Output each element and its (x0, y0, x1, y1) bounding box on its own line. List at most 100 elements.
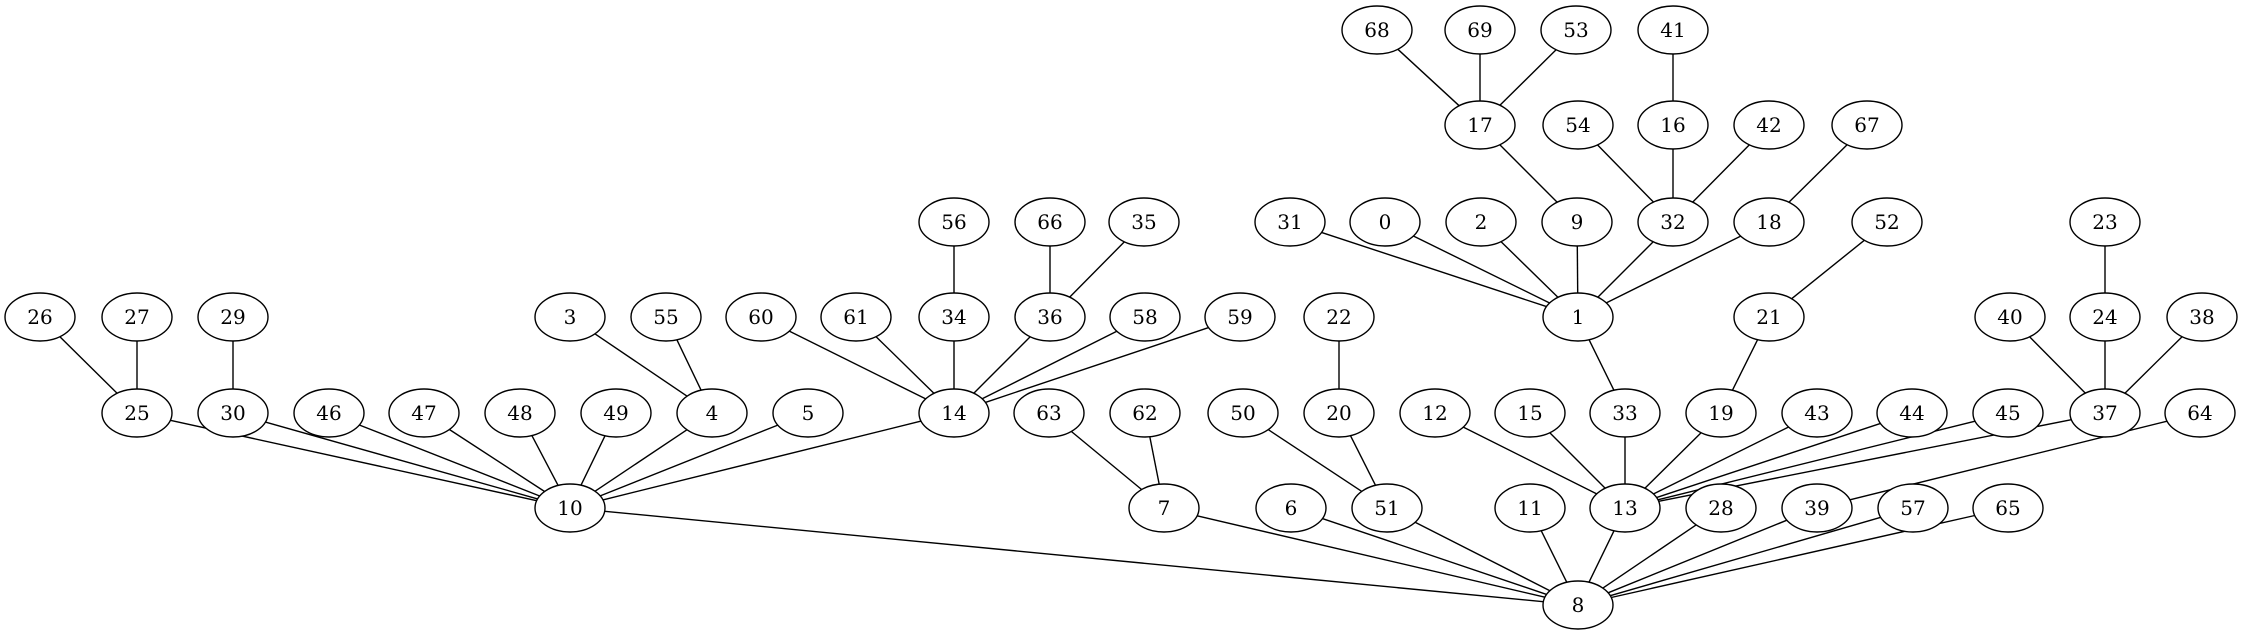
node-ellipse (1781, 483, 1853, 533)
node-ellipse (2166, 292, 2238, 342)
node-ellipse (1637, 5, 1709, 55)
edge-20-51 (1349, 435, 1377, 486)
node-ellipse (1589, 483, 1661, 533)
edge-28-8 (1602, 524, 1697, 589)
node-ellipse (1207, 388, 1279, 438)
edge-31-1 (1321, 231, 1547, 308)
node-ellipse (1445, 197, 1517, 247)
node-label: 2 (1475, 210, 1488, 234)
node-30: 30 (197, 388, 269, 438)
node-label: 18 (1756, 210, 1781, 234)
node-label: 3 (564, 305, 577, 329)
node-label: 30 (220, 401, 245, 425)
node-49: 49 (580, 388, 652, 438)
node-ellipse (1877, 483, 1949, 533)
node-6: 6 (1255, 483, 1327, 533)
node-ellipse (580, 388, 652, 438)
edge-3-4 (594, 333, 688, 397)
node-55: 55 (630, 292, 702, 342)
node-1: 1 (1542, 292, 1614, 342)
edge-35-36 (1069, 241, 1125, 298)
node-label: 10 (557, 496, 582, 520)
node-ellipse (2069, 292, 2141, 342)
node-ellipse (197, 292, 269, 342)
node-ellipse (630, 292, 702, 342)
node-5: 5 (772, 388, 844, 438)
node-27: 27 (101, 292, 173, 342)
node-ellipse (1351, 483, 1423, 533)
edge-0-1 (1413, 235, 1550, 304)
node-0: 0 (1349, 197, 1421, 247)
node-53: 53 (1540, 5, 1612, 55)
node-ellipse (1014, 197, 1086, 247)
node-51: 51 (1351, 483, 1423, 533)
node-ellipse (1341, 5, 1413, 55)
node-label: 32 (1660, 210, 1685, 234)
node-label: 59 (1227, 305, 1252, 329)
node-ellipse (1733, 197, 1805, 247)
node-label: 52 (1874, 210, 1899, 234)
node-ellipse (1541, 197, 1613, 247)
edge-2-1 (1500, 241, 1559, 298)
node-ellipse (1542, 580, 1614, 630)
node-37: 37 (2069, 388, 2141, 438)
node-28: 28 (1685, 483, 1757, 533)
node-ellipse (1972, 388, 2044, 438)
edge-21-19 (1731, 339, 1759, 391)
node-ellipse (1974, 292, 2046, 342)
node-label: 14 (941, 401, 966, 425)
node-7: 7 (1128, 483, 1200, 533)
node-39: 39 (1781, 483, 1853, 533)
edge-18-1 (1605, 235, 1742, 304)
node-label: 5 (802, 401, 815, 425)
node-32: 32 (1637, 197, 1709, 247)
node-label: 19 (1708, 401, 1733, 425)
node-61: 61 (820, 292, 892, 342)
node-ellipse (2069, 388, 2141, 438)
node-ellipse (1303, 292, 1375, 342)
node-label: 13 (1612, 496, 1637, 520)
edge-40-37 (2029, 336, 2086, 394)
node-21: 21 (1733, 292, 1805, 342)
node-label: 12 (1422, 401, 1447, 425)
node-17: 17 (1444, 100, 1516, 150)
node-ellipse (484, 388, 556, 438)
edge-7-8 (1196, 515, 1546, 598)
node-ellipse (1637, 197, 1709, 247)
node-43: 43 (1781, 388, 1853, 438)
node-ellipse (1831, 100, 1903, 150)
node-46: 46 (293, 388, 365, 438)
node-59: 59 (1204, 292, 1276, 342)
node-label: 33 (1612, 401, 1637, 425)
node-label: 24 (2092, 305, 2117, 329)
node-48: 48 (484, 388, 556, 438)
node-ellipse (1109, 292, 1181, 342)
edge-54-32 (1596, 144, 1655, 203)
node-23: 23 (2069, 197, 2141, 247)
node-ellipse (101, 292, 173, 342)
node-57: 57 (1877, 483, 1949, 533)
edge-63-7 (1070, 430, 1143, 491)
node-label: 43 (1804, 401, 1829, 425)
node-35: 35 (1108, 197, 1180, 247)
node-label: 50 (1230, 401, 1255, 425)
node-33: 33 (1589, 388, 1661, 438)
node-label: 68 (1364, 18, 1389, 42)
edge-58-14 (981, 330, 1118, 400)
node-16: 16 (1637, 100, 1709, 150)
edge-26-25 (59, 336, 118, 394)
node-label: 4 (706, 401, 719, 425)
node-34: 34 (918, 292, 990, 342)
edge-59-14 (985, 326, 1209, 404)
node-label: 48 (507, 401, 532, 425)
node-ellipse (2069, 197, 2141, 247)
node-ellipse (101, 388, 173, 438)
edge-30-10 (265, 421, 538, 500)
node-label: 66 (1037, 210, 1062, 234)
node-ellipse (1589, 388, 1661, 438)
edge-15-13 (1549, 432, 1606, 489)
edge-13-8 (1588, 530, 1615, 583)
edge-11-8 (1540, 530, 1568, 583)
node-ellipse (2164, 388, 2236, 438)
edge-68-17 (1397, 48, 1460, 107)
